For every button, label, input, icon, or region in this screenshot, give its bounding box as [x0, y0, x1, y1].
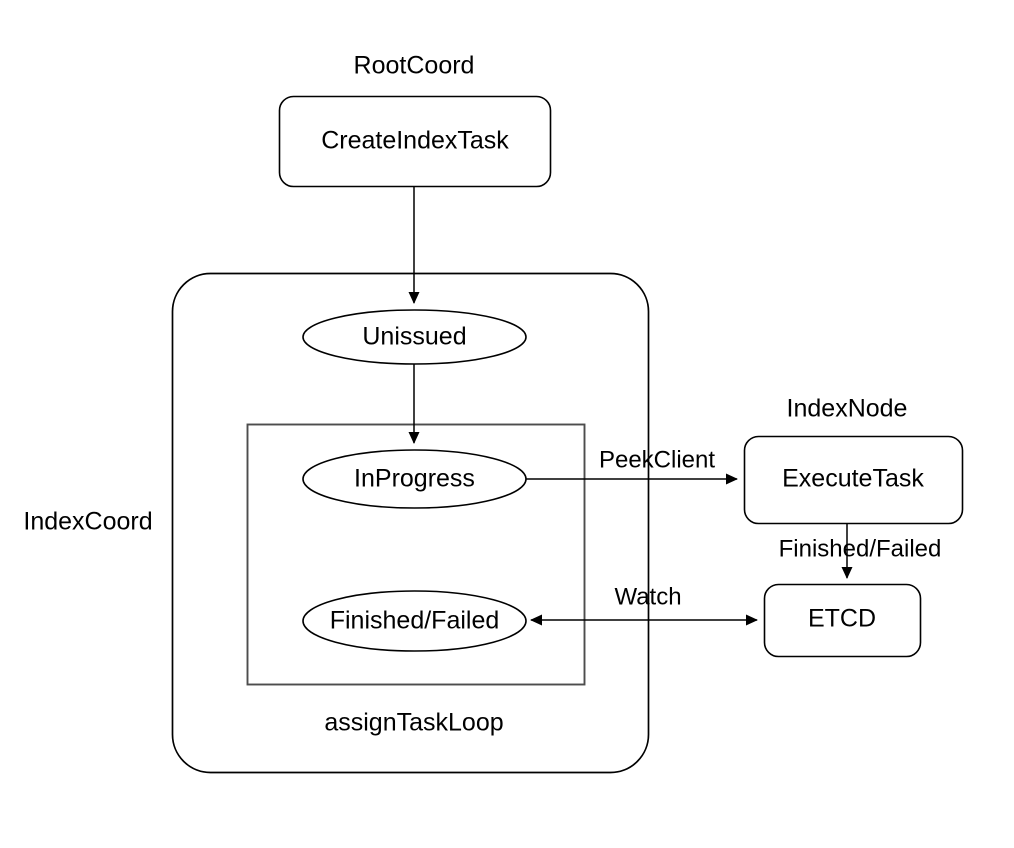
in-progress-shape[interactable]: [302, 449, 527, 509]
index-coord-label: IndexCoord: [23, 508, 152, 536]
unissued-shape[interactable]: [302, 309, 527, 365]
node-finished-failed[interactable]: Finished/Failed: [302, 590, 527, 652]
edge-label-peek-client: PeekClient: [599, 446, 715, 473]
execute-task-label: ExecuteTask: [782, 465, 924, 493]
root-coord-label: RootCoord: [354, 52, 475, 80]
edge-label-finished-failed: Finished/Failed: [779, 535, 942, 562]
finished-failed-shape[interactable]: [302, 590, 527, 652]
edge-etcd-to-finishedfailed: Watch: [530, 583, 758, 626]
index-coord-boundary: [171, 272, 650, 774]
in-progress-label: InProgress: [354, 465, 475, 493]
node-execute-task[interactable]: ExecuteTask: [743, 435, 964, 525]
etcd-label: ETCD: [808, 605, 876, 633]
assign-task-loop-boundary: [246, 423, 586, 686]
index-node-label: IndexNode: [787, 395, 908, 423]
execute-task-shape[interactable]: [743, 435, 964, 525]
edge-executetask-to-etcd: Finished/Failed: [779, 524, 942, 579]
finished-failed-label: Finished/Failed: [330, 607, 500, 635]
etcd-shape[interactable]: [763, 583, 922, 658]
node-etcd[interactable]: ETCD: [763, 583, 922, 658]
node-unissued[interactable]: Unissued: [302, 309, 527, 365]
group-index-coord: IndexCoord: [23, 272, 650, 774]
create-index-task-label: CreateIndexTask: [321, 127, 509, 155]
node-in-progress[interactable]: InProgress: [302, 449, 527, 509]
assign-task-loop-label: assignTaskLoop: [324, 709, 503, 737]
unissued-label: Unissued: [362, 323, 466, 351]
edge-inprogress-to-executetask: PeekClient: [526, 446, 738, 485]
create-index-task-shape[interactable]: [278, 95, 552, 188]
node-create-index-task[interactable]: CreateIndexTask: [278, 95, 552, 188]
group-assign-task-loop: assignTaskLoop: [246, 423, 586, 737]
edge-label-watch: Watch: [614, 583, 681, 610]
